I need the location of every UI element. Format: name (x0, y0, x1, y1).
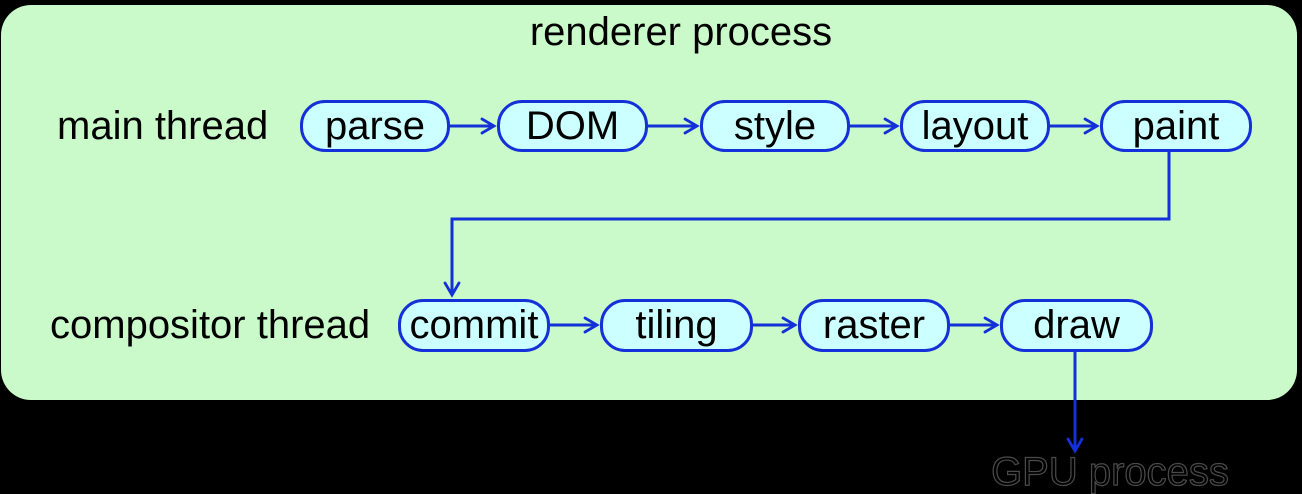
main-thread-label: main thread (57, 103, 269, 148)
node-dom: DOM (497, 100, 648, 152)
node-raster: raster (798, 299, 950, 352)
gpu-process-label: GPU process (990, 449, 1229, 494)
compositor-thread-label: compositor thread (50, 303, 371, 347)
node-paint: paint (1100, 100, 1252, 152)
node-commit: commit (398, 299, 550, 352)
node-parse: parse (300, 100, 450, 152)
panel-title: renderer process (529, 10, 833, 54)
node-tiling: tiling (600, 299, 753, 352)
node-layout: layout (900, 100, 1050, 152)
node-style: style (700, 100, 850, 152)
node-draw: draw (1000, 299, 1153, 352)
